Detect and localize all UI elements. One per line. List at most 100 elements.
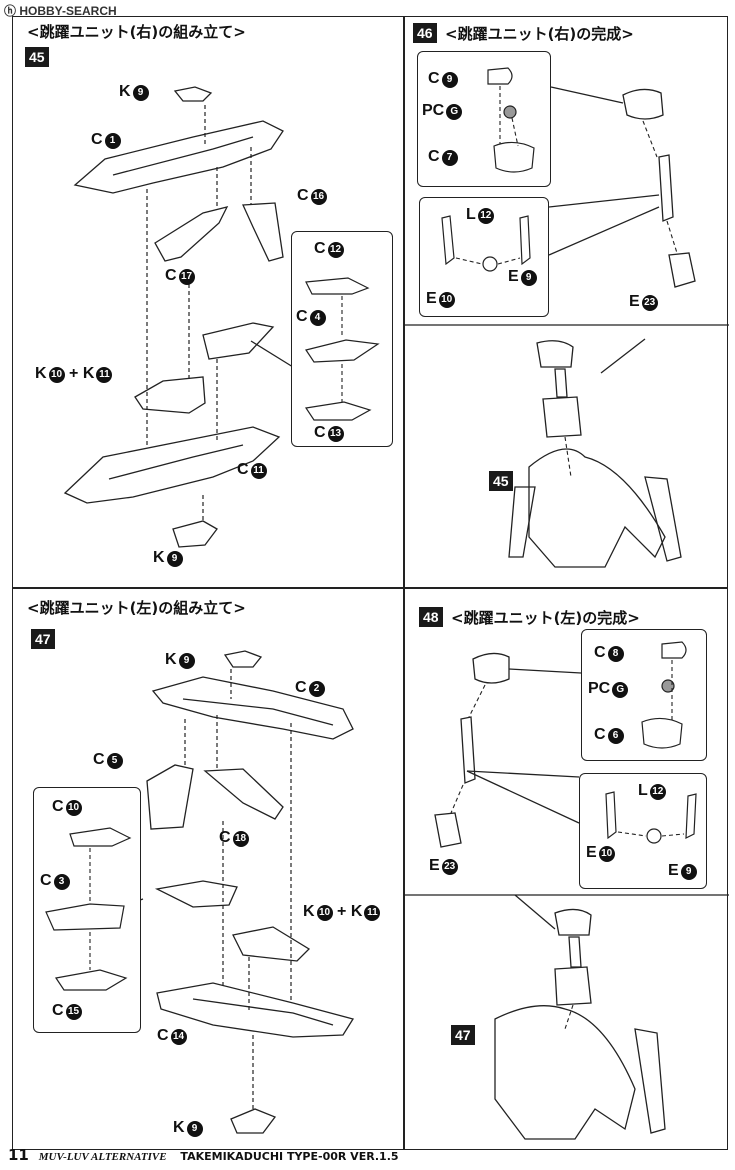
panel-46-drawing [405,86,729,568]
sub-detail-drawing [605,791,697,844]
product-name: TAKEMIKADUCHI TYPE-00R VER.1.5 [180,1150,399,1163]
part-number-badge: 23 [641,295,658,311]
step-number-46: 46 [413,23,437,43]
part-number-badge: 23 [441,859,458,875]
part-number-badge: 7 [441,150,458,166]
part-number-badge: 8 [607,646,624,662]
part-number-badge: 10 [65,800,82,816]
part-number-badge: 12 [327,242,344,258]
part-number-badge: 4 [309,310,326,326]
page-number: 11 [8,1146,29,1164]
part-number-badge: 9 [441,72,458,88]
part-number-badge: 5 [106,753,123,769]
part-number-badge: 9 [680,864,697,880]
part-number-badge: 10 [316,905,333,921]
part-number-badge: 12 [649,784,666,800]
part-number-badge: 13 [327,426,344,442]
part-number-badge: 6 [607,728,624,744]
part-number-badge: 9 [178,653,195,669]
part-number-badge: 10 [438,292,455,308]
part-number-badge: 10 [48,367,65,383]
sub-detail-drawing [441,215,531,272]
part-number-badge: 15 [65,1004,82,1020]
panel-45-title: <跳躍ユニット(右)の組み立て> [27,23,246,41]
part-number-badge: G [446,104,463,120]
sub-detail-drawing [45,827,132,991]
page-footer: 11 MUV-LUV ALTERNATIVE TAKEMIKADUCHI TYP… [8,1146,399,1164]
step-number-47: 47 [31,629,55,649]
part-number-badge: G [612,682,629,698]
series-name: MUV-LUV ALTERNATIVE [38,1151,167,1163]
part-number-badge: 1 [104,133,121,149]
part-number-badge: 18 [232,831,249,847]
sub-detail-drawing [641,641,687,749]
step-number-45: 45 [25,47,49,67]
reference-step-45: 45 [489,471,513,491]
part-number-badge: 12 [477,208,494,224]
panel-step-45: <跳躍ユニット(右)の組み立て> 45 [12,16,404,588]
part-number-badge: 11 [96,367,113,383]
part-number-badge: 10 [598,846,615,862]
part-number-badge: 3 [53,874,70,890]
sub-detail-drawing [304,277,380,421]
part-number-badge: 9 [132,85,149,101]
part-number-badge: 17 [178,269,195,285]
part-number-badge: 9 [520,270,537,286]
part-number-badge: 16 [310,189,327,205]
part-number-badge: 2 [308,681,325,697]
panel-47-title: <跳躍ユニット(左)の組み立て> [27,599,246,617]
part-number-badge: 11 [250,463,267,479]
part-number-badge: 9 [186,1121,203,1137]
panel-45-drawing [63,86,294,548]
panel-48-title: <跳躍ユニット(左)の完成> [451,609,640,627]
panel-47-drawing [112,650,355,1134]
panel-46-title: <跳躍ユニット(右)の完成> [445,25,634,43]
part-number-badge: 11 [364,905,381,921]
part-number-badge: 14 [170,1029,187,1045]
reference-step-47: 47 [451,1025,475,1045]
sub-detail-drawing [487,67,535,173]
